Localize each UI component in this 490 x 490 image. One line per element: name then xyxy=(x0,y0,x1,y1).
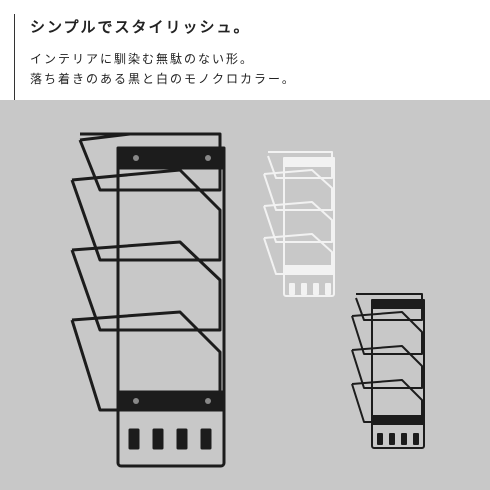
white-rack-image xyxy=(263,151,335,297)
body-line-2: 落ち着きのある黒と白のモノクロカラー。 xyxy=(30,72,296,86)
black-rack-small-image xyxy=(351,293,425,449)
header-area: シンプルでスタイリッシュ。 インテリアに馴染む無駄のない形。 落ち着きのある黒と… xyxy=(0,0,490,120)
body-line-1: インテリアに馴染む無駄のない形。 xyxy=(30,52,255,66)
accent-line xyxy=(14,14,15,120)
headline: シンプルでスタイリッシュ。 xyxy=(30,18,251,36)
black-rack-large-image xyxy=(70,132,226,468)
